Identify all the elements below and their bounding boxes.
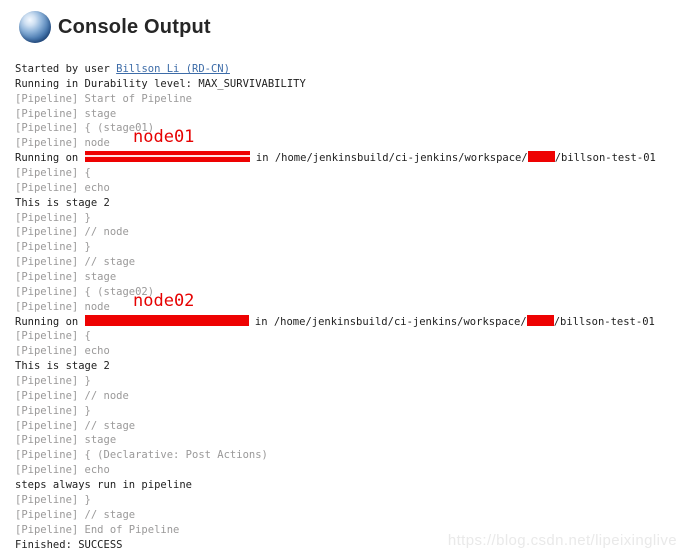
console-line: [Pipeline] Start of Pipeline <box>15 92 690 107</box>
console-text: This is stage 2 <box>15 360 110 373</box>
pipeline-annotation-text: [Pipeline] { <box>15 330 91 343</box>
console-line: [Pipeline] // stage <box>15 419 690 434</box>
page-title: Console Output <box>58 15 211 38</box>
redaction-box <box>84 314 249 326</box>
console-line: [Pipeline] stage <box>15 433 690 448</box>
console-line: [Pipeline] { (Declarative: Post Actions) <box>15 448 690 463</box>
console-text: in /home/jenkinsbuild/ci-jenkins/workspa… <box>249 152 528 165</box>
pipeline-annotation-text: [Pipeline] { (stage02) <box>15 285 155 298</box>
console-text: steps always run in pipeline <box>15 479 193 492</box>
redaction-box <box>526 314 554 326</box>
console-line: [Pipeline] } <box>15 211 690 226</box>
console-line: Started by user Billson Li (RD-CN) <box>15 62 690 77</box>
console-line: [Pipeline] End of Pipeline <box>15 523 690 538</box>
console-line: [Pipeline] // stage <box>15 255 690 270</box>
console-line: [Pipeline] echo <box>15 344 690 359</box>
console-line: [Pipeline] } <box>15 493 690 508</box>
pipeline-annotation-text: [Pipeline] echo <box>15 464 110 477</box>
console-line: steps always run in pipeline <box>15 478 690 493</box>
pipeline-annotation-text: [Pipeline] stage <box>15 434 117 447</box>
console-text: Running on <box>15 152 85 165</box>
console-line: [Pipeline] // node <box>15 225 690 240</box>
red-annotation-label: node01 <box>133 127 195 148</box>
console-text: This is stage 2 <box>15 196 110 209</box>
console-line: Running on in /home/jenkinsbuild/ci-jenk… <box>15 151 690 166</box>
console-line: [Pipeline] stage <box>15 107 690 122</box>
console-line: [Pipeline] // stage <box>15 508 690 523</box>
console-line: This is stage 2 <box>15 196 690 211</box>
user-link[interactable]: Billson Li (RD-CN) <box>116 63 230 75</box>
pipeline-annotation-text: [Pipeline] } <box>15 375 91 388</box>
console-text: /billson-test-01 <box>554 152 656 165</box>
pipeline-annotation-text: [Pipeline] } <box>15 404 91 417</box>
jenkins-blue-ball-icon <box>19 11 51 43</box>
console-line: [Pipeline] { <box>15 329 690 344</box>
pipeline-annotation-text: [Pipeline] { <box>15 167 91 180</box>
red-annotation-label: node02 <box>133 290 195 311</box>
console-line: [Pipeline] node node02 <box>15 292 690 315</box>
pipeline-annotation-text: [Pipeline] } <box>15 211 91 224</box>
pipeline-annotation-text: [Pipeline] // node <box>15 389 129 402</box>
console-line: [Pipeline] node node01 <box>15 129 690 151</box>
pipeline-annotation-text: [Pipeline] // stage <box>15 256 136 269</box>
console-line: [Pipeline] echo <box>15 463 690 478</box>
console-line: [Pipeline] } <box>15 374 690 389</box>
pipeline-annotation-text: [Pipeline] node <box>15 300 110 313</box>
pipeline-annotation-text: [Pipeline] // node <box>15 226 129 239</box>
console-text: Running in Durability level: MAX_SURVIVA… <box>15 77 306 90</box>
pipeline-annotation-text: [Pipeline] node <box>15 137 110 150</box>
console-line: Running in Durability level: MAX_SURVIVA… <box>15 77 690 92</box>
console-text: /billson-test-01 <box>553 315 655 328</box>
redaction-box <box>84 151 250 163</box>
console-line: [Pipeline] stage <box>15 270 690 285</box>
console-line: Running on in /home/jenkinsbuild/ci-jenk… <box>15 314 690 330</box>
pipeline-annotation-text: [Pipeline] } <box>15 241 91 254</box>
pipeline-annotation-text: [Pipeline] } <box>15 493 91 506</box>
pipeline-annotation-text: [Pipeline] // stage <box>15 508 136 521</box>
pipeline-annotation-text: [Pipeline] // stage <box>15 419 136 432</box>
console-text: Running on <box>15 315 85 328</box>
console-text: Finished: SUCCESS <box>15 538 123 551</box>
pipeline-annotation-text: [Pipeline] echo <box>15 345 110 358</box>
console-line: [Pipeline] echo <box>15 181 690 196</box>
console-text: Started by user <box>15 63 117 75</box>
pipeline-annotation-text: [Pipeline] { (stage01) <box>15 122 155 135</box>
pipeline-annotation-text: [Pipeline] stage <box>15 271 117 284</box>
pipeline-annotation-text: [Pipeline] { (Declarative: Post Actions) <box>15 449 268 462</box>
pipeline-annotation-text: [Pipeline] echo <box>15 181 110 194</box>
console-line: This is stage 2 <box>15 359 690 374</box>
watermark-text: https://blog.csdn.net/lipeixinglive <box>447 532 677 549</box>
console-line: [Pipeline] { (stage01) <box>15 121 690 136</box>
console-line: [Pipeline] { <box>15 166 690 181</box>
page-header: Console Output <box>19 11 211 43</box>
console-line: Finished: SUCCESS <box>15 538 690 553</box>
console-line: [Pipeline] { (stage02) <box>15 285 690 300</box>
pipeline-annotation-text: [Pipeline] stage <box>15 107 117 120</box>
redaction-box <box>527 151 555 163</box>
console-line: [Pipeline] } <box>15 404 690 419</box>
console-text: in /home/jenkinsbuild/ci-jenkins/workspa… <box>248 315 527 328</box>
console-log: Started by user Billson Li (RD-CN)Runnin… <box>15 62 690 552</box>
pipeline-annotation-text: [Pipeline] End of Pipeline <box>15 523 180 536</box>
console-line: [Pipeline] // node <box>15 389 690 404</box>
pipeline-annotation-text: [Pipeline] Start of Pipeline <box>15 92 193 105</box>
console-line: [Pipeline] } <box>15 240 690 255</box>
